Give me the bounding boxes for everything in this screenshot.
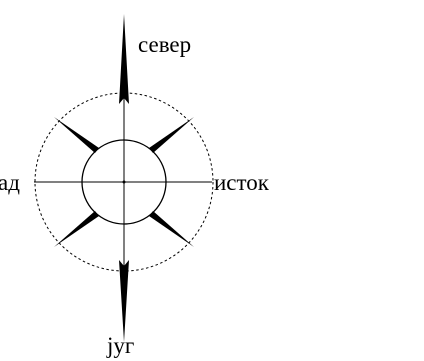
northeast-needle [149, 117, 194, 153]
northwest-needle [54, 117, 99, 153]
center-dot [122, 180, 126, 184]
southwest-needle [54, 211, 99, 247]
west-label: ад [0, 170, 20, 195]
southeast-needle [149, 211, 194, 247]
north-label: север [138, 32, 191, 57]
south-label: југ [106, 333, 134, 358]
south-needle [119, 260, 129, 342]
north-needle [119, 14, 129, 104]
east-label: исток [214, 170, 270, 195]
outer-dashed-ring [34, 92, 214, 272]
